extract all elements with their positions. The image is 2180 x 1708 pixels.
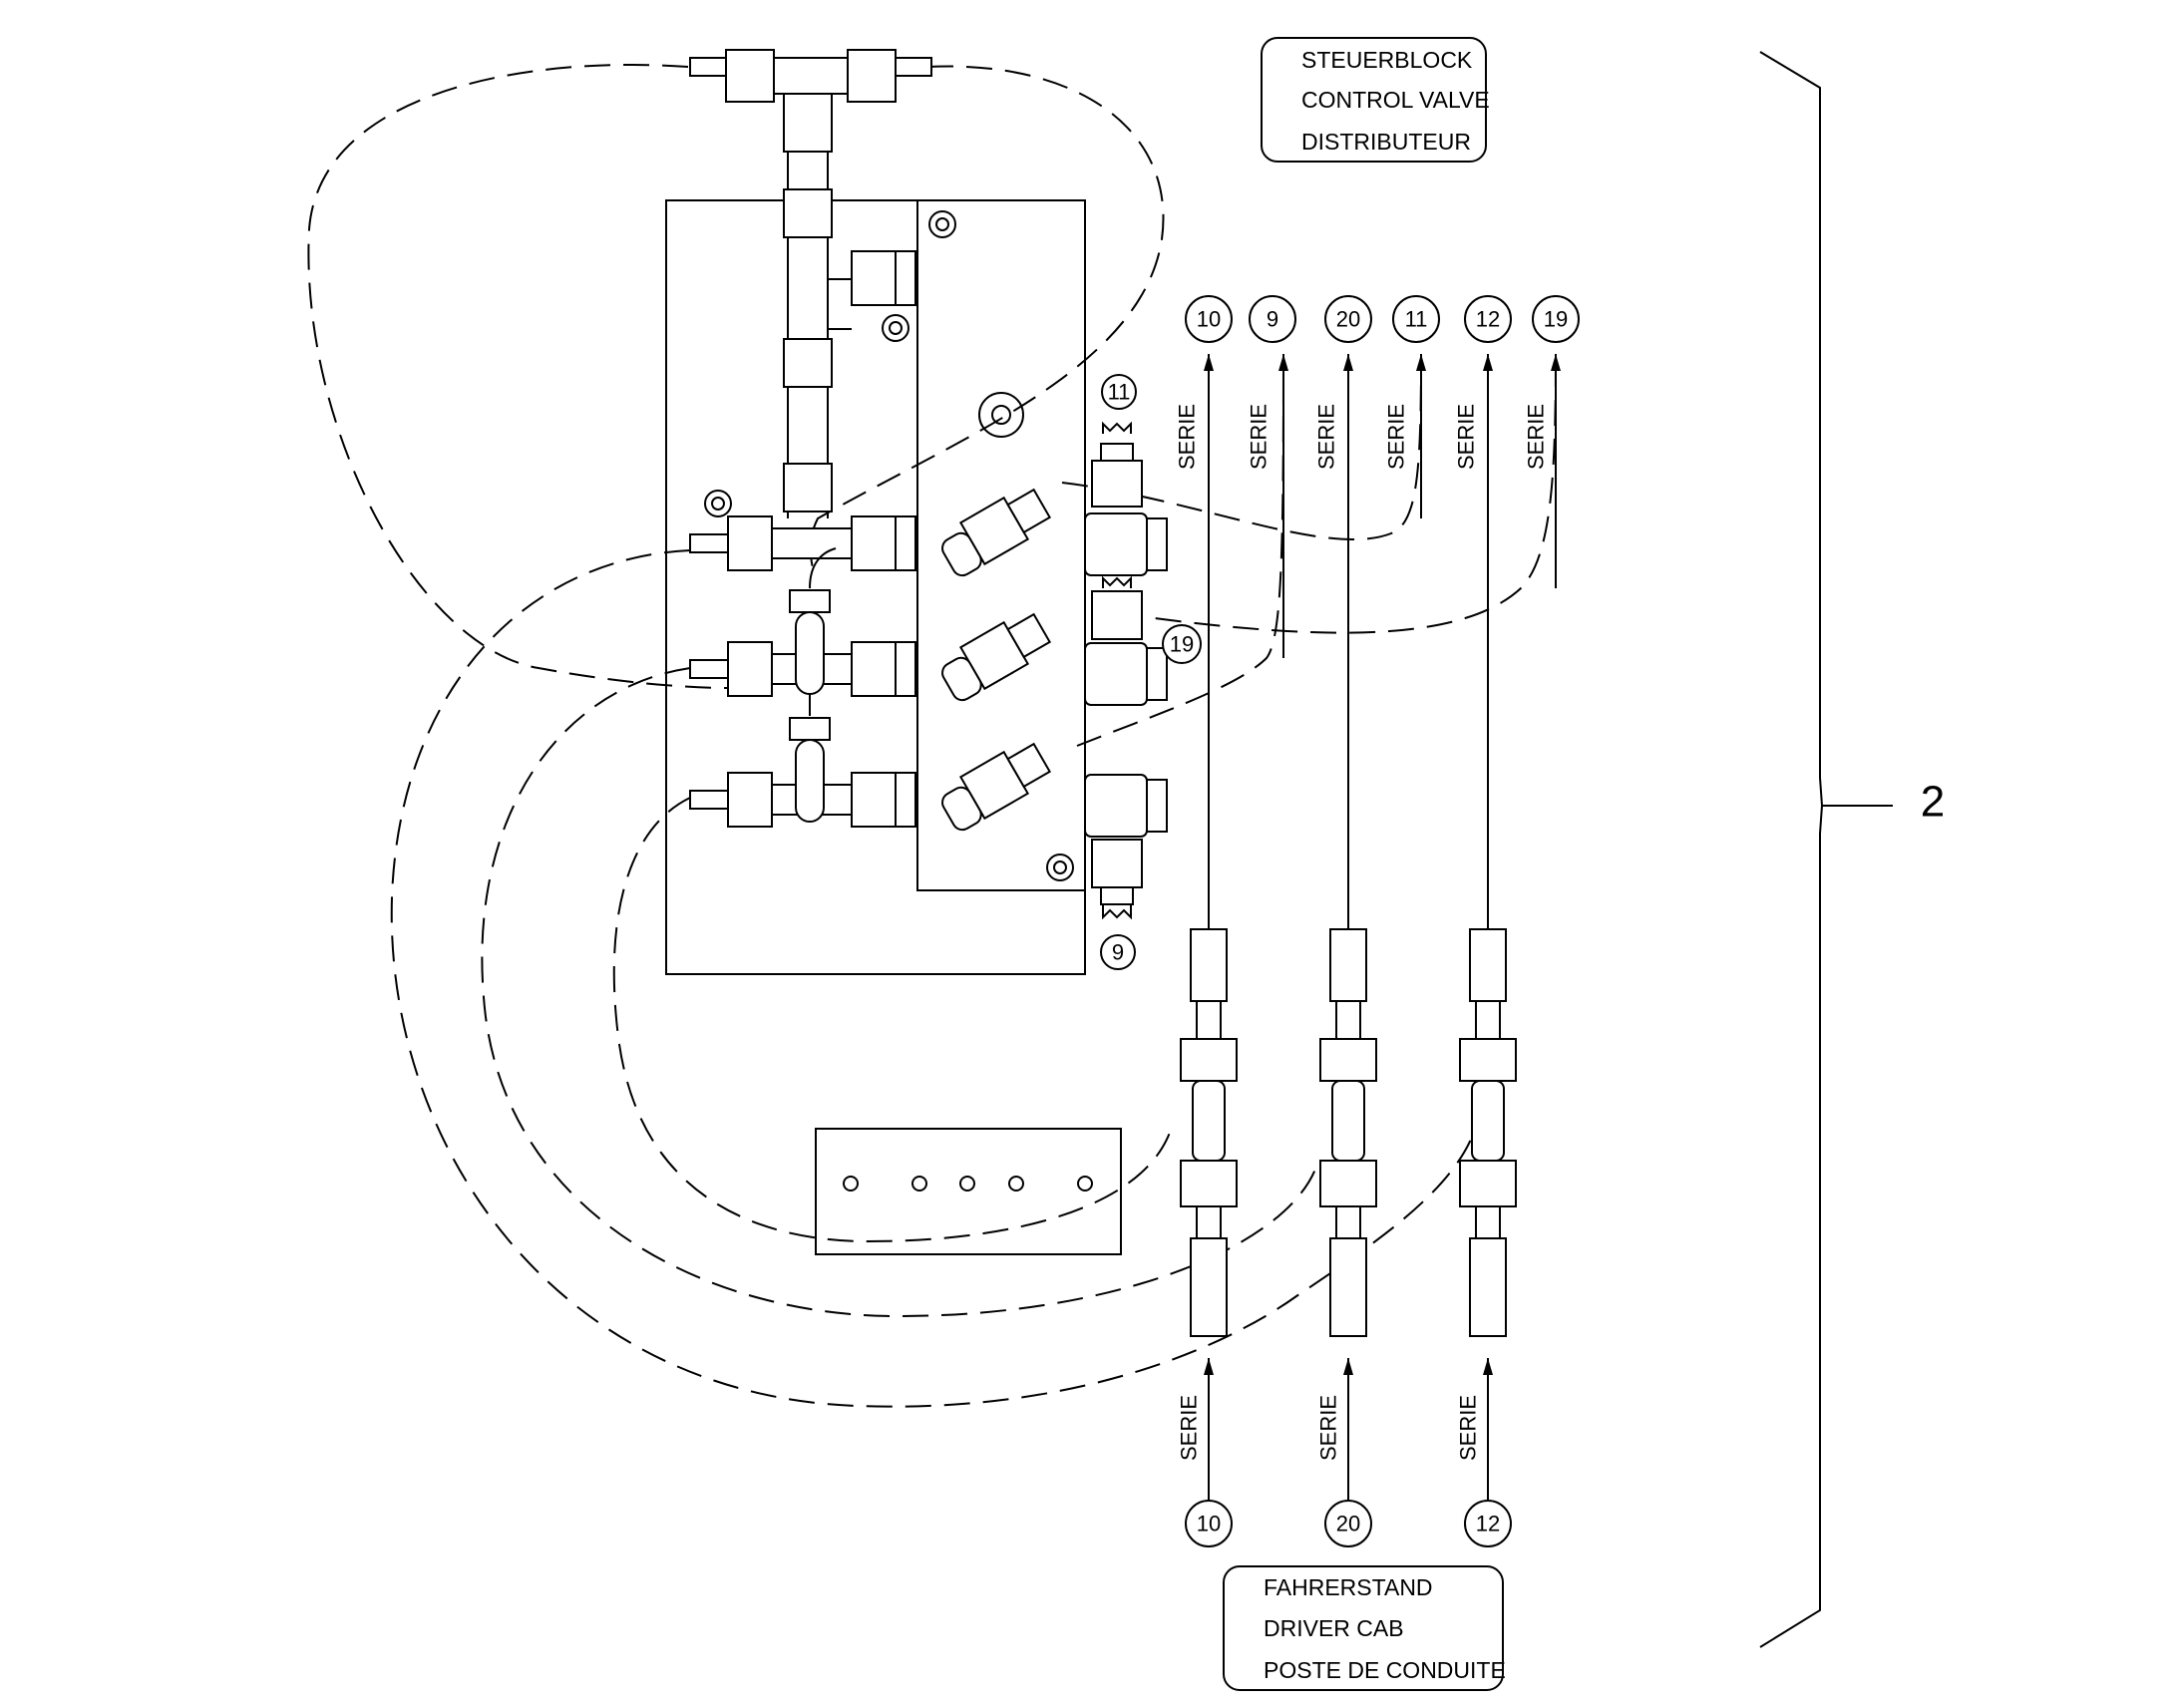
port-callout-19: 19 xyxy=(1162,624,1202,664)
vertical-lines xyxy=(1204,354,1561,929)
bottom-callout-10: SERIE 10 xyxy=(1177,1395,1233,1547)
outlet-fittings xyxy=(1084,421,1168,920)
control-valve-label-fr: DISTRIBUTEUR xyxy=(1301,129,1471,155)
hose-to-19 xyxy=(1116,358,1557,634)
svg-text:12: 12 xyxy=(1476,1512,1500,1537)
svg-text:SERIE: SERIE xyxy=(1456,1395,1481,1461)
driver-cab-label-de: FAHRERSTAND xyxy=(1264,1574,1433,1600)
hose-loop-small xyxy=(612,797,1173,1243)
top-callout-10: 10 SERIE xyxy=(1175,295,1233,470)
driver-cab-label-en: DRIVER CAB xyxy=(1264,1615,1404,1641)
angled-fittings xyxy=(941,488,1052,832)
svg-text:19: 19 xyxy=(1170,632,1194,657)
assembly-brace: 2 xyxy=(1759,51,1945,1648)
hose-to-11 xyxy=(1061,358,1422,540)
tee-fitting-top xyxy=(689,49,932,153)
svg-text:19: 19 xyxy=(1544,307,1568,332)
terminal-strip xyxy=(815,1128,1122,1255)
top-callout-20: 20 SERIE xyxy=(1314,295,1372,470)
assembly-number: 2 xyxy=(1921,778,1945,827)
shuttle-valves xyxy=(789,547,837,823)
coupling-stack-12 xyxy=(1459,928,1517,1337)
svg-text:20: 20 xyxy=(1336,1512,1360,1537)
svg-text:SERIE: SERIE xyxy=(1175,404,1200,470)
lower-lines xyxy=(1204,1358,1493,1501)
top-callouts: 10 SERIE 9 SERIE 20 SERIE 11 SERIE 12 SE… xyxy=(1175,295,1580,470)
control-valve-label-en: CONTROL VALVE xyxy=(1301,87,1490,113)
port-callout-9: 9 xyxy=(1100,934,1136,970)
hose-routes xyxy=(307,64,1557,1408)
top-callout-12: 12 SERIE xyxy=(1454,295,1512,470)
top-callout-11: 11 SERIE xyxy=(1384,295,1440,470)
svg-text:11: 11 xyxy=(1405,307,1428,332)
hose-loop-medium xyxy=(481,667,1317,1318)
svg-text:10: 10 xyxy=(1197,1512,1221,1537)
svg-text:9: 9 xyxy=(1267,307,1278,332)
svg-text:SERIE: SERIE xyxy=(1384,404,1409,470)
control-valve-label-box: STEUERBLOCK CONTROL VALVE DISTRIBUTEUR xyxy=(1261,37,1490,163)
driver-cab-label-box: FAHRERSTAND DRIVER CAB POSTE DE CONDUITE xyxy=(1223,1565,1506,1691)
bottom-callout-20: SERIE 20 xyxy=(1316,1395,1372,1547)
valve-block-plate xyxy=(665,199,1086,975)
hose-loop-top-right xyxy=(809,65,1165,569)
svg-text:11: 11 xyxy=(1108,380,1131,405)
top-callout-9: 9 SERIE xyxy=(1247,295,1296,470)
bottom-callout-12: SERIE 12 xyxy=(1456,1395,1512,1547)
coupling-stack-20 xyxy=(1319,928,1377,1337)
hose-loop-top xyxy=(307,64,729,689)
svg-text:9: 9 xyxy=(1112,940,1124,965)
svg-text:SERIE: SERIE xyxy=(1247,404,1272,470)
svg-text:SERIE: SERIE xyxy=(1316,1395,1341,1461)
mounting-screws xyxy=(704,210,1074,881)
svg-text:12: 12 xyxy=(1476,307,1500,332)
svg-text:SERIE: SERIE xyxy=(1454,404,1479,470)
hose-loop-large xyxy=(390,549,1477,1408)
svg-text:SERIE: SERIE xyxy=(1524,404,1549,470)
port-callout-11: 11 xyxy=(1101,374,1137,410)
control-valve-label-de: STEUERBLOCK xyxy=(1301,47,1473,73)
svg-text:10: 10 xyxy=(1197,307,1221,332)
side-fittings xyxy=(828,250,916,828)
svg-text:SERIE: SERIE xyxy=(1177,1395,1202,1461)
svg-text:20: 20 xyxy=(1336,307,1360,332)
left-fittings xyxy=(689,515,853,828)
svg-text:SERIE: SERIE xyxy=(1314,404,1339,470)
bottom-callouts: SERIE 10 SERIE 20 SERIE 12 xyxy=(1177,1395,1512,1547)
valve-block: 11 19 9 xyxy=(665,49,1202,975)
coupling-stack-10 xyxy=(1180,928,1238,1337)
top-callout-19: 19 SERIE xyxy=(1524,295,1580,470)
driver-cab-label-fr: POSTE DE CONDUITE xyxy=(1264,1657,1506,1683)
